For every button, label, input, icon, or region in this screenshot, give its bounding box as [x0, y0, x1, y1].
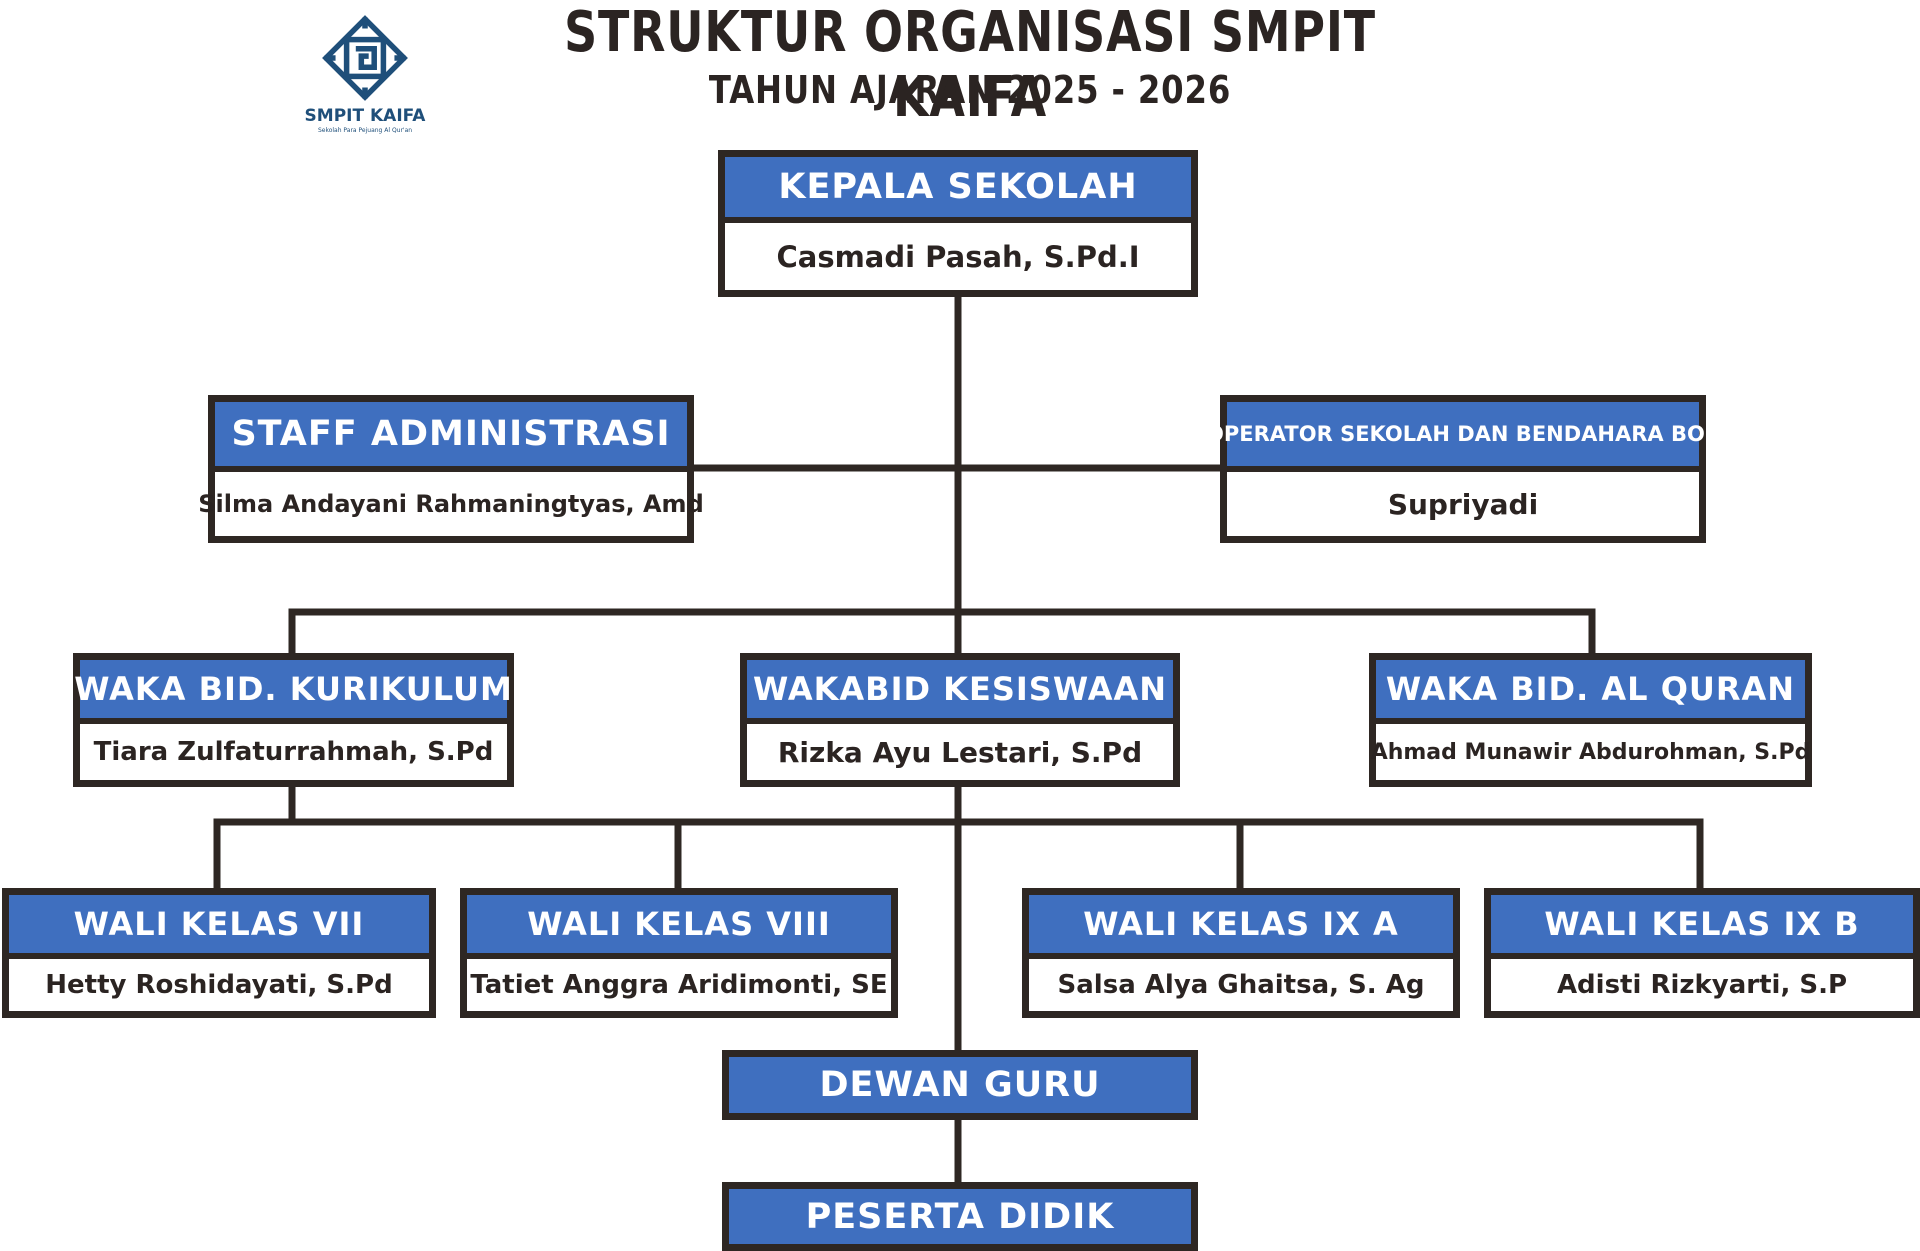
- node-role: WALI KELAS IX A: [1029, 895, 1453, 959]
- node-person: Silma Andayani Rahmaningtyas, Amd: [198, 490, 704, 518]
- node-role: STAFF ADMINISTRASI: [215, 402, 687, 472]
- node-dewan-guru: DEWAN GURU: [722, 1050, 1198, 1120]
- logo-tagline: Sekolah Para Pejuang Al Qur'an: [317, 127, 413, 134]
- node-wakabid-kesiswaan: WAKABID KESISWAAN Rizka Ayu Lestari, S.P…: [740, 653, 1180, 787]
- node-person: Hetty Roshidayati, S.Pd: [45, 970, 393, 1000]
- logo-name: SMPIT KAIFA: [304, 106, 426, 126]
- node-role: WALI KELAS IX B: [1491, 895, 1913, 959]
- node-waka-alquran: WAKA BID. AL QURAN Ahmad Munawir Abduroh…: [1369, 653, 1812, 787]
- node-person: Rizka Ayu Lestari, S.Pd: [777, 735, 1143, 769]
- node-peserta-didik: PESERTA DIDIK: [722, 1182, 1198, 1251]
- page-title: STRUKTUR ORGANISASI SMPIT KAIFA: [564, 0, 1376, 130]
- node-wali-kelas-vii: WALI KELAS VII Hetty Roshidayati, S.Pd: [2, 888, 436, 1018]
- node-role: KEPALA SEKOLAH: [725, 157, 1191, 223]
- node-operator-sekolah: OPERATOR SEKOLAH DAN BENDAHARA BOS Supri…: [1206, 395, 1720, 543]
- node-role: DEWAN GURU: [729, 1057, 1191, 1113]
- node-kepala-sekolah: KEPALA SEKOLAH Casmadi Pasah, S.Pd.I: [718, 150, 1198, 297]
- kufic-square-emblem-icon: [322, 15, 408, 101]
- node-person: Salsa Alya Ghaitsa, S. Ag: [1057, 970, 1425, 1000]
- node-role: PESERTA DIDIK: [729, 1189, 1191, 1244]
- school-logo: SMPIT KAIFA Sekolah Para Pejuang Al Qur'…: [290, 12, 440, 137]
- node-role: WAKABID KESISWAAN: [747, 660, 1173, 724]
- node-role: OPERATOR SEKOLAH DAN BENDAHARA BOS: [1206, 402, 1720, 472]
- page-subtitle: TAHUN AJARAN 2025 - 2026: [708, 68, 1232, 112]
- node-wali-kelas-viii: WALI KELAS VIII Tatiet Anggra Aridimonti…: [460, 888, 898, 1018]
- node-role: WAKA BID. KURIKULUM: [74, 660, 512, 724]
- node-person: Supriyadi: [1387, 487, 1539, 521]
- node-waka-kurikulum: WAKA BID. KURIKULUM Tiara Zulfaturrahmah…: [73, 653, 514, 787]
- node-wali-kelas-ixa: WALI KELAS IX A Salsa Alya Ghaitsa, S. A…: [1022, 888, 1460, 1018]
- node-role: WALI KELAS VIII: [467, 895, 891, 959]
- node-wali-kelas-ixb: WALI KELAS IX B Adisti Rizkyarti, S.P: [1484, 888, 1920, 1018]
- node-person: Adisti Rizkyarti, S.P: [1556, 970, 1848, 1000]
- node-role: WALI KELAS VII: [9, 895, 429, 959]
- node-person: Tatiet Anggra Aridimonti, SE: [470, 970, 888, 1000]
- node-person: Tiara Zulfaturrahmah, S.Pd: [93, 737, 494, 767]
- node-person: Ahmad Munawir Abdurohman, S.Pd: [1370, 739, 1811, 765]
- node-role: WAKA BID. AL QURAN: [1376, 660, 1805, 724]
- node-person: Casmadi Pasah, S.Pd.I: [776, 239, 1140, 274]
- node-staff-administrasi: STAFF ADMINISTRASI Silma Andayani Rahman…: [198, 395, 704, 543]
